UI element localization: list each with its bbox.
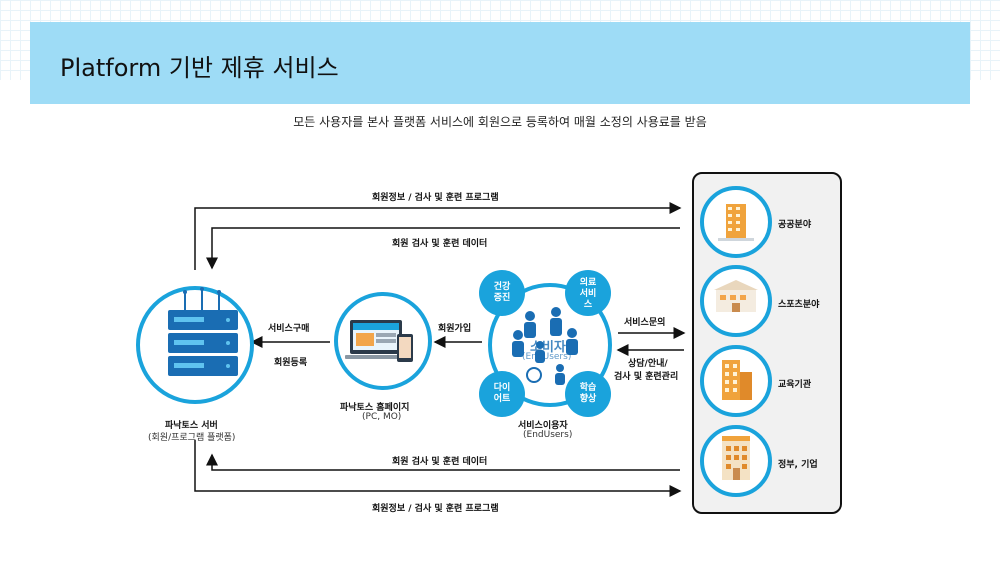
- flow-top-in-label: 회원 검사 및 훈련 데이터: [392, 239, 488, 249]
- bubble-diet-label: 다이 어트: [493, 383, 511, 404]
- bubble-medical: [565, 270, 611, 316]
- page-title: Platform 기반 제휴 서비스: [60, 54, 339, 82]
- bubble-study-label: 학습 향상: [579, 383, 597, 404]
- purchase-label: 서비스구매: [268, 324, 310, 334]
- flow-top-out-label: 회원정보 / 검사 및 훈련 프로그램: [372, 193, 499, 203]
- homepage-icon: [334, 292, 432, 390]
- join-label: 회원가입: [438, 324, 472, 334]
- bubble-study: [565, 371, 611, 417]
- flow-bottom-in-label: 회원 검사 및 훈련 데이터: [392, 457, 488, 467]
- flow-bottom-out-label: 회원정보 / 검사 및 훈련 프로그램: [372, 504, 499, 514]
- public-sector-icon: [700, 186, 772, 258]
- consult-label: 상담/안내/: [628, 359, 668, 369]
- bubble-health: [479, 270, 525, 316]
- education-sector-icon: [700, 345, 772, 417]
- register-label: 회원등록: [274, 358, 308, 368]
- server-name: 파낙토스 서버: [165, 421, 218, 431]
- users-name: 서비스이용자: [518, 421, 568, 431]
- server-icon: [136, 286, 254, 404]
- homepage-name: 파낙토스 홈페이지: [340, 403, 410, 413]
- page-subtitle: 모든 사용자를 본사 플랫폼 서비스에 회원으로 등록하여 매월 소정의 사용료…: [293, 115, 707, 129]
- inquiry-label: 서비스문의: [624, 318, 666, 328]
- flow-top-out-arrow: [194, 202, 682, 270]
- users-center-label: 소비자: [530, 340, 566, 355]
- users-center-sub: (EndUsers): [522, 352, 572, 362]
- title-bar: [30, 22, 970, 104]
- flow-bottom-out-arrow: [194, 440, 682, 497]
- homepage-sub: (PC, MO): [362, 412, 402, 422]
- sector-label-education: 교육기관: [778, 380, 812, 390]
- bubble-health-label: 건강 증진: [493, 282, 511, 303]
- sector-label-sports: 스포츠분야: [778, 300, 820, 310]
- government-sector-icon: [700, 425, 772, 497]
- server-sub: (회원/프로그램 플랫폼): [148, 433, 236, 443]
- flow-bottom-in-arrow: [206, 453, 680, 471]
- sector-label-government: 정부, 기업: [778, 460, 818, 470]
- manage-label: 검사 및 훈련관리: [614, 372, 679, 382]
- users-sub: (EndUsers): [523, 430, 573, 440]
- bubble-medical-label: 의료 서비스: [579, 278, 597, 310]
- sports-sector-icon: [700, 265, 772, 337]
- bubble-diet: [479, 371, 525, 417]
- flow-top-in-arrow: [206, 227, 680, 270]
- sector-label-public: 공공분야: [778, 220, 812, 230]
